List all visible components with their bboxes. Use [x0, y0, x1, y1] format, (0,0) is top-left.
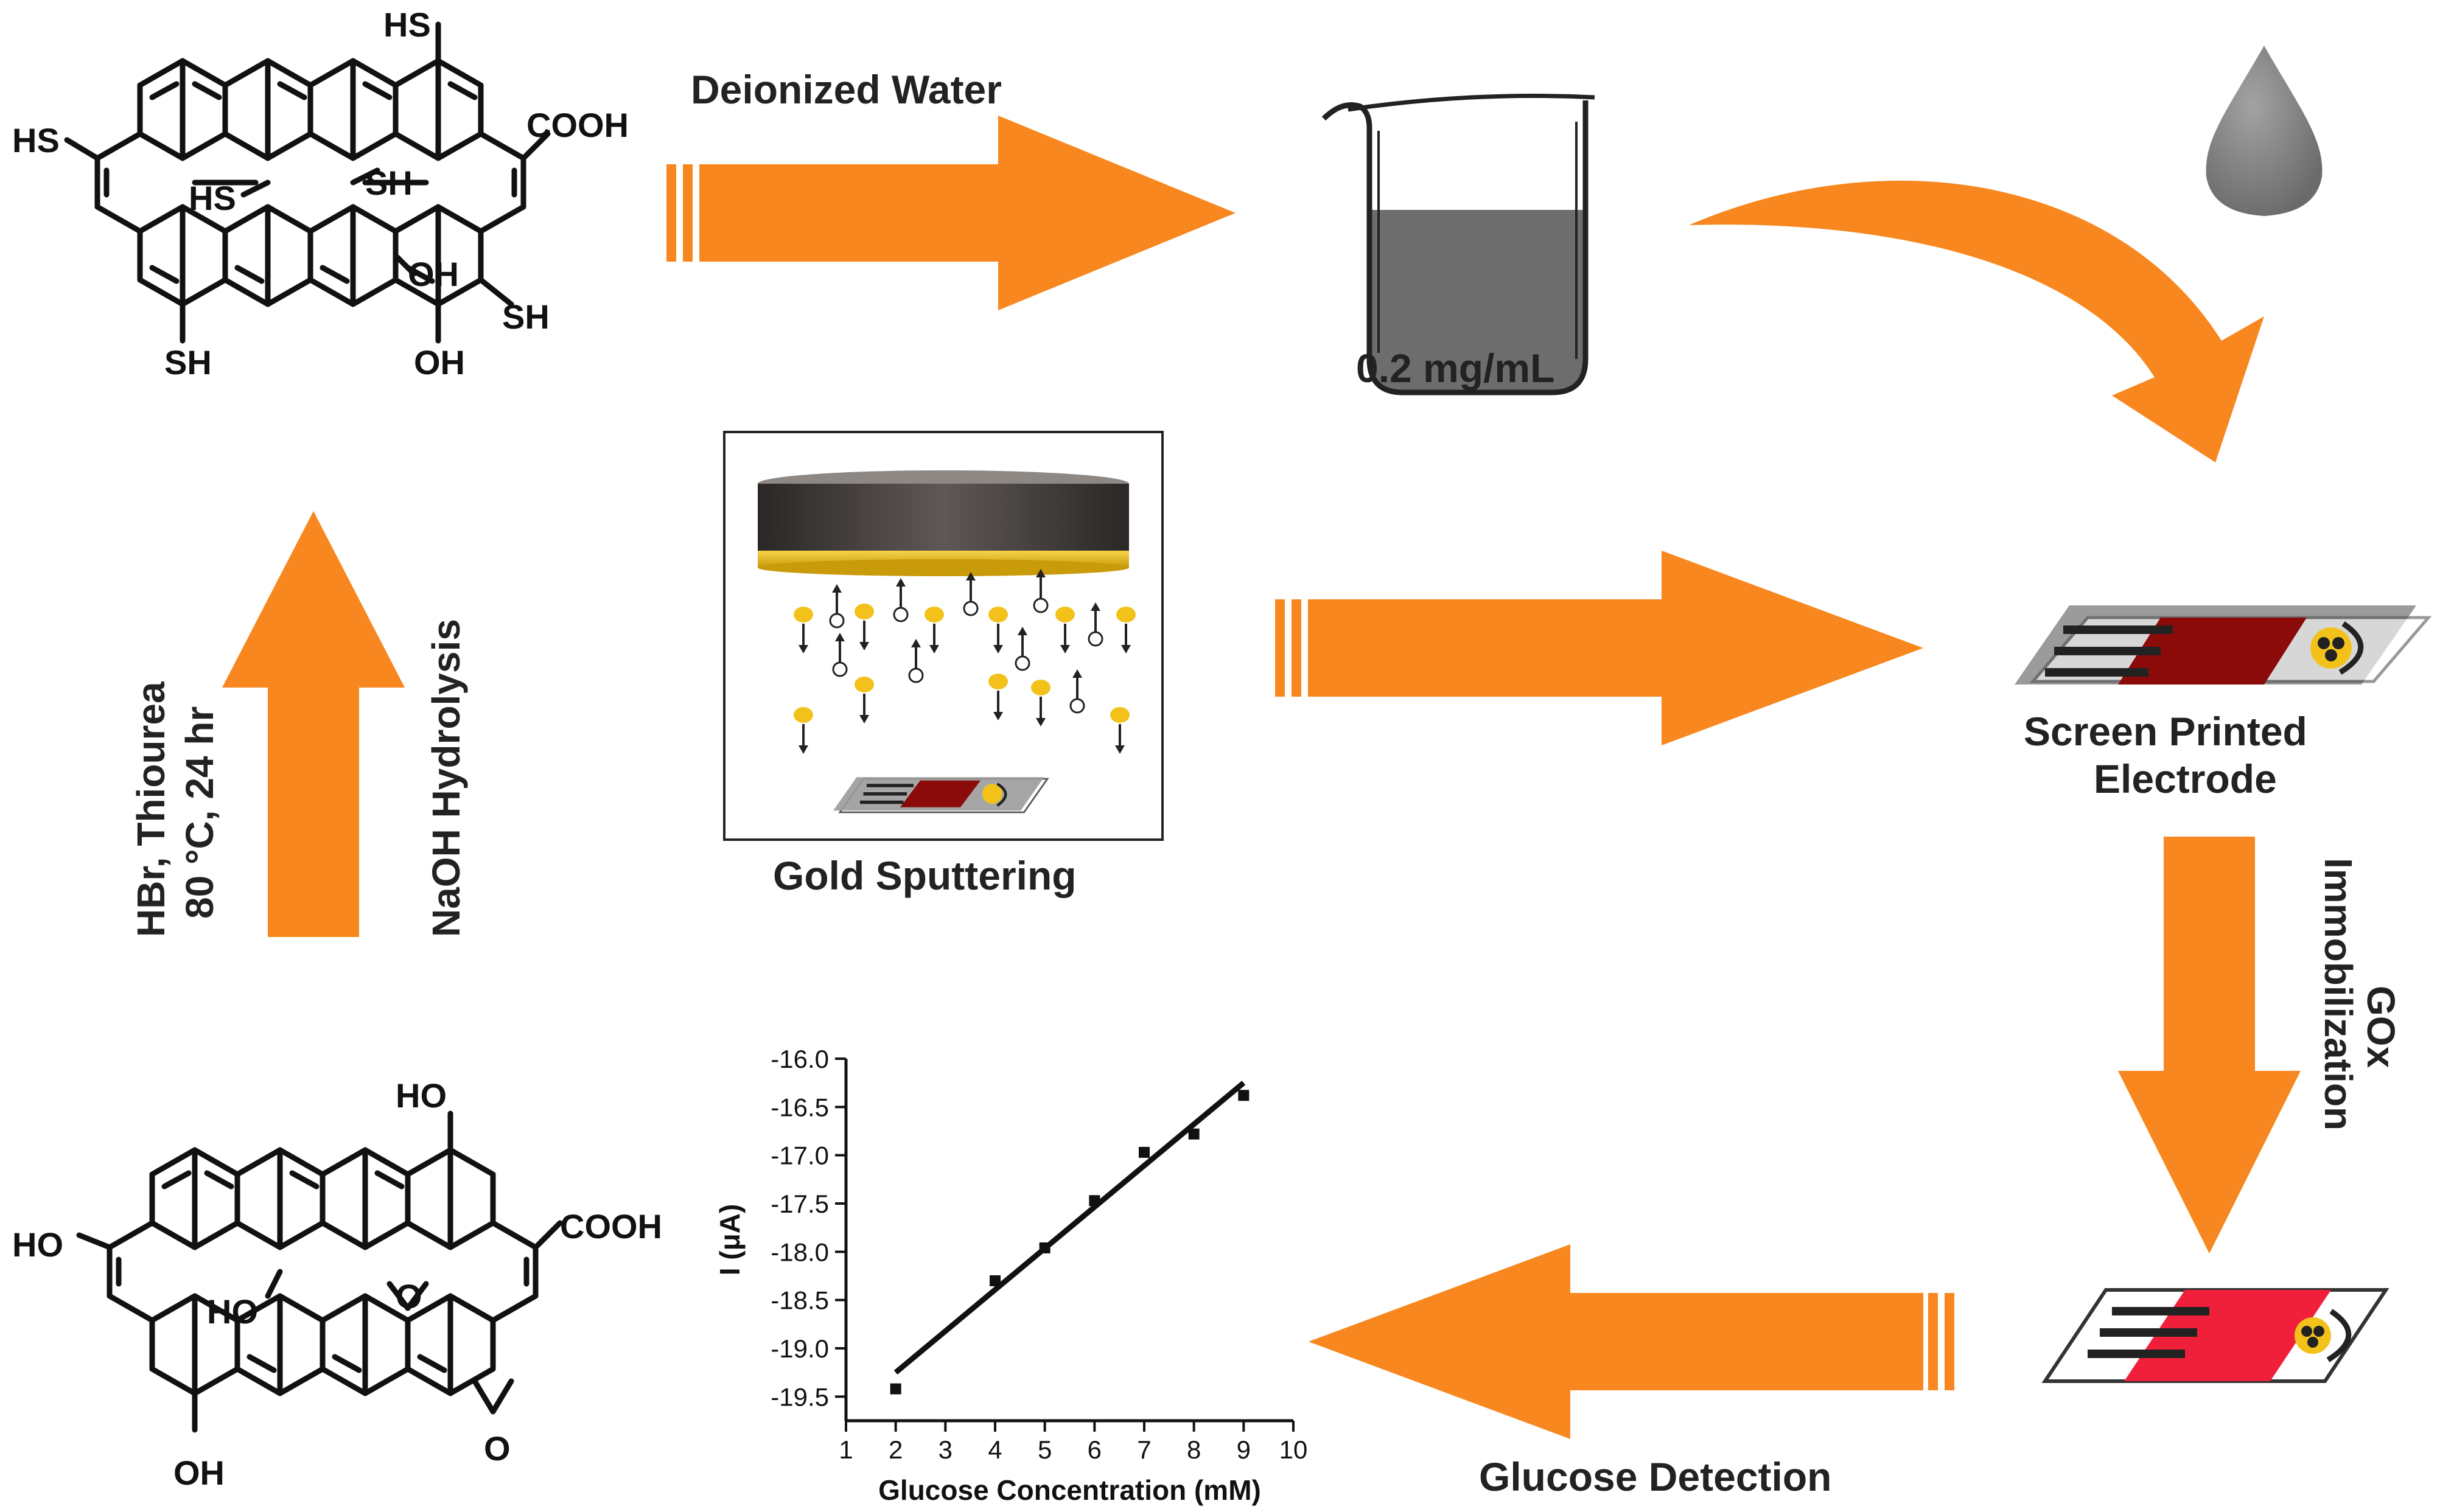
screen-printed-electrode-icon	[2015, 605, 2432, 685]
graphene-oxide-molecule: HO HO HO COOH O O OH	[12, 1076, 662, 1492]
chart-axes	[844, 1059, 1293, 1423]
group-oh-bottom2: OH	[173, 1454, 225, 1492]
gold-particle	[855, 604, 874, 650]
gox-label: GOx	[2359, 986, 2403, 1068]
chart-x-tick-label: 8	[1187, 1435, 1201, 1464]
group-hs-center: HS	[189, 179, 236, 217]
deionized-water-label: Deionized Water	[691, 67, 1002, 112]
chart-x-tick-label: 7	[1137, 1435, 1151, 1464]
arrow-to-beaker	[666, 116, 1236, 310]
chart-x-ticks: 1 2 3 4 5 6 7 8 9 10	[839, 1421, 1307, 1464]
chart-data-point	[1238, 1090, 1250, 1101]
gold-particle	[988, 674, 1008, 720]
arrow-down-gox	[2118, 837, 2301, 1253]
chart-y-tick-label: -16.0	[771, 1045, 829, 1073]
naoh-hydrolysis-label: NaOH Hydrolysis	[424, 619, 468, 937]
chart-data-point	[1139, 1146, 1150, 1158]
chart-y-tick-label: -17.5	[771, 1190, 829, 1218]
group-oh-center: OH	[408, 255, 459, 293]
glucose-detection-label: Glucose Detection	[1479, 1454, 1831, 1499]
chart-y-tick-label: -17.0	[771, 1141, 829, 1170]
gold-sputtering-label: Gold Sputtering	[773, 853, 1077, 898]
chart-x-tick-label: 4	[988, 1435, 1002, 1464]
argon-ion	[1088, 602, 1103, 647]
chart-x-tick-label: 5	[1038, 1435, 1052, 1464]
chart-data-point	[1039, 1242, 1050, 1253]
thiolated-graphene-molecule: HS HS HS SH COOH OH SH SH OH	[12, 5, 629, 381]
group-sh-center: SH	[365, 164, 413, 202]
group-ho-center: HO	[207, 1292, 258, 1331]
chart-points	[890, 1090, 1250, 1395]
gold-particle	[1116, 607, 1136, 653]
gold-particle	[988, 607, 1008, 653]
gold-particle	[1031, 680, 1050, 726]
temperature-time-label: 80 °C, 24 hr	[178, 706, 222, 919]
chart-data-point	[1188, 1128, 1200, 1140]
group-cooh: COOH	[526, 106, 629, 144]
immobilization-label: Immobilization	[2316, 858, 2360, 1131]
group-cooh-bottom: COOH	[560, 1207, 662, 1245]
chart-x-tick-label: 2	[889, 1435, 903, 1464]
group-epoxy-o-bottom: O	[484, 1429, 511, 1468]
chart-x-axis-label: Glucose Concentration (mM)	[878, 1474, 1261, 1506]
argon-ion	[1033, 569, 1049, 613]
curved-arrow-drop-cast	[1689, 180, 2264, 462]
screen-printed-label-1: Screen Printed	[2024, 709, 2307, 754]
chart-x-tick-label: 9	[1237, 1435, 1251, 1464]
electrode-in-sputter-box	[833, 777, 1049, 813]
arrow-up-hydrolysis	[222, 511, 405, 937]
gold-particle	[1055, 607, 1075, 653]
gold-particle	[794, 707, 813, 754]
chart-x-tick-label: 3	[939, 1435, 953, 1464]
gox-electrode-icon	[2041, 1288, 2389, 1383]
argon-ion	[1015, 627, 1030, 671]
chart-y-ticks: -16.0 -16.5 -17.0 -17.5 -18.0 -18.5 -19.0 -19.5	[771, 1045, 846, 1411]
chart-x-tick-label: 6	[1088, 1435, 1102, 1464]
argon-ion	[908, 639, 924, 683]
drop-icon	[2206, 46, 2323, 216]
argon-ion	[832, 633, 848, 677]
argon-ion	[829, 584, 845, 629]
chart-y-tick-label: -18.0	[771, 1238, 829, 1266]
group-hs-top: HS	[383, 5, 431, 44]
group-hs-left: HS	[12, 121, 60, 159]
beaker-icon	[1321, 94, 1595, 395]
chart-data-point	[890, 1383, 901, 1395]
chart-y-tick-label: -19.5	[771, 1382, 829, 1411]
gold-sputtering-panel	[723, 431, 1164, 841]
chart-x-tick-label: 1	[839, 1435, 853, 1464]
group-ho-left: HO	[12, 1225, 63, 1264]
argon-ion	[1069, 669, 1085, 714]
concentration-label: 0.2 mg/mL	[1356, 346, 1554, 391]
screen-printed-label-2: Electrode	[2094, 756, 2277, 801]
chart-data-point	[1089, 1195, 1100, 1207]
gold-particle	[925, 607, 944, 653]
chart-y-tick-label: -18.5	[771, 1286, 829, 1315]
chart-y-axis-label: I (μA)	[714, 1204, 746, 1276]
argon-ion	[893, 578, 909, 622]
gold-particle	[855, 677, 874, 723]
arrow-to-electrode	[1275, 551, 1923, 745]
group-epoxy-o-center: O	[396, 1277, 422, 1315]
chart-data-point	[990, 1275, 1001, 1286]
argon-ion	[963, 572, 979, 616]
sputter-particles	[794, 569, 1136, 754]
chart-y-tick-label: -19.0	[771, 1334, 829, 1363]
gold-particle	[794, 607, 813, 653]
group-sh-bottom: SH	[164, 343, 212, 381]
glucose-calibration-chart: -16.0 -16.5 -17.0 -17.5 -18.0 -18.5 -19.0 -19.5…	[714, 1045, 1307, 1506]
chart-y-tick-label: -16.5	[771, 1093, 829, 1121]
chart-fit-line	[893, 1081, 1246, 1375]
group-ho-top: HO	[396, 1076, 447, 1115]
gold-particle	[1110, 707, 1130, 754]
hbr-thiourea-label: HBr, Thiourea	[129, 681, 173, 937]
group-sh-right: SH	[502, 298, 550, 336]
group-oh-bottom: OH	[414, 343, 465, 381]
chart-x-tick-label: 10	[1279, 1435, 1308, 1464]
arrow-to-glucose-plot	[1309, 1244, 1954, 1439]
